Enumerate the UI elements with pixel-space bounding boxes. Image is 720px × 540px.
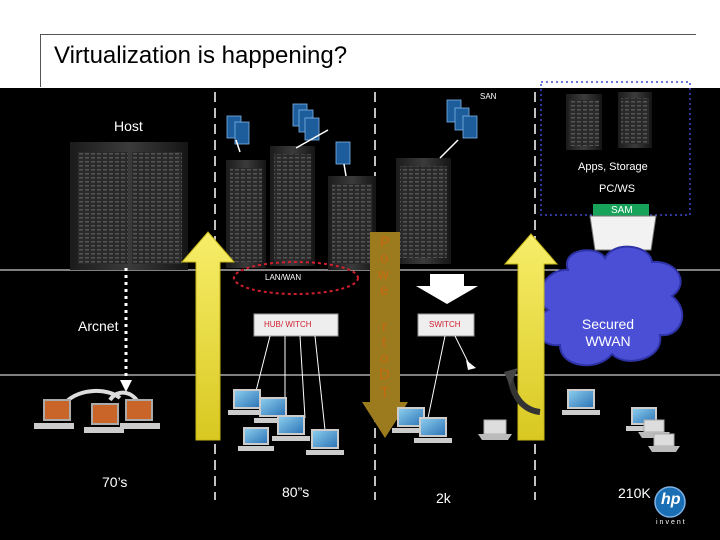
title-bar xyxy=(0,0,720,88)
power-dt-letter: e xyxy=(380,282,389,299)
switch-link-arrowhead xyxy=(466,360,476,370)
slide-title: Virtualization is happening? xyxy=(54,42,348,69)
power-dt-letter: o xyxy=(380,350,389,367)
hub-links xyxy=(254,335,471,431)
san-server-2 xyxy=(618,92,652,148)
pcs-210k xyxy=(562,389,680,452)
switch-label: SWITCH xyxy=(429,320,461,329)
mainframe-rack xyxy=(70,142,188,270)
era-label-210k: 210K xyxy=(618,485,651,501)
era-label-80s: 80”s xyxy=(282,484,310,500)
era-label-70s: 70’s xyxy=(102,474,128,490)
lan-wan-label: LAN/WAN xyxy=(265,273,302,282)
virtual-instances xyxy=(226,99,478,165)
power-dt-letter: P xyxy=(380,234,391,251)
secured-wwan-label: Secured WWAN xyxy=(581,316,635,349)
sam-box xyxy=(593,204,649,216)
pc-ws-label: PC/WS xyxy=(599,183,636,195)
rack-80s-a xyxy=(226,160,266,268)
sam-label: SAM xyxy=(611,205,633,216)
white-down-arrow xyxy=(416,274,478,304)
arrow-up-2k xyxy=(503,233,559,441)
pointer-lines xyxy=(235,129,459,177)
rack-80s-b xyxy=(270,146,315,266)
apps-storage-label: Apps, Storage xyxy=(578,161,648,173)
power-dt-letter: T xyxy=(380,384,390,401)
power-dt-letter: r xyxy=(382,318,387,335)
san-label: SAN xyxy=(480,92,497,101)
arcnet-arrowhead xyxy=(120,380,132,392)
san-server-1 xyxy=(566,94,602,150)
arrow-down-power xyxy=(362,232,408,438)
san-box xyxy=(540,81,691,216)
power-dt-letter: D xyxy=(379,366,390,383)
rack-80s-c xyxy=(328,176,376,270)
era-label-2k: 2k xyxy=(436,490,451,506)
hp-logo-text: hp xyxy=(661,491,681,508)
hub-switch-box xyxy=(253,313,339,337)
host-label: Host xyxy=(114,118,143,134)
hub-switch-label: HUB/ WITCH xyxy=(264,320,312,329)
rack-2k xyxy=(396,158,451,264)
terminals-70s xyxy=(34,399,160,433)
hp-tagline: invent xyxy=(656,519,687,526)
pcs-80s xyxy=(228,389,344,455)
sam-bucket xyxy=(589,215,657,251)
switch-box xyxy=(417,313,475,337)
hp-logo xyxy=(654,486,686,518)
cloud-curve-arrowhead xyxy=(504,368,518,386)
power-dt-letter: w xyxy=(378,266,389,283)
pcs-2k xyxy=(392,407,512,443)
lan-wan-ellipse xyxy=(233,261,359,295)
title-frame xyxy=(40,34,696,87)
power-dt-letter: t xyxy=(382,334,387,351)
power-dt-letter: o xyxy=(380,250,389,267)
arrow-up-80s xyxy=(180,231,236,441)
arcnet-label: Arcnet xyxy=(78,318,119,334)
